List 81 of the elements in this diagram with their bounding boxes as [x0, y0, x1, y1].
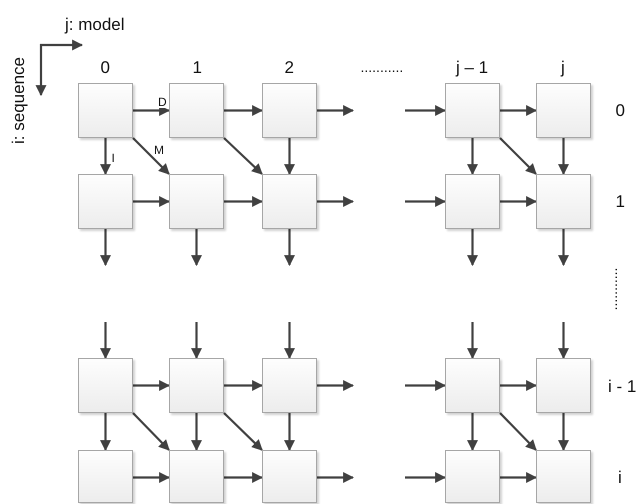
- arrow: [467, 138, 478, 176]
- arrow: [499, 137, 537, 175]
- arrow: [133, 472, 170, 483]
- arrow: [224, 105, 264, 116]
- arrow: [284, 229, 295, 266]
- cell-box: [536, 358, 591, 413]
- cell-box: [262, 358, 317, 413]
- arrow: [405, 472, 446, 483]
- arrow: [558, 322, 569, 360]
- arrow: [191, 413, 202, 452]
- arrow: [100, 138, 111, 176]
- arrow: [500, 380, 538, 391]
- arrow: [558, 229, 569, 266]
- arrow: [100, 229, 111, 266]
- axis-label: i: sequence: [9, 56, 26, 144]
- column-index: 1: [192, 58, 202, 76]
- cell-box: [78, 83, 133, 138]
- arrow: [100, 322, 111, 360]
- column-index: j: [561, 58, 565, 76]
- arrow: [132, 137, 170, 175]
- cell-box: [536, 83, 591, 138]
- arrow: [558, 138, 569, 176]
- cell-box: [445, 358, 500, 413]
- column-index: 0: [100, 58, 110, 76]
- cell-box: [262, 174, 317, 229]
- arrow: [132, 412, 170, 451]
- cell-box: [169, 450, 224, 503]
- cell-box: [169, 358, 224, 413]
- arrow: [223, 137, 263, 175]
- column-index: j – 1: [456, 58, 488, 76]
- arrow: [284, 322, 295, 360]
- arrow: [317, 380, 354, 391]
- arrow: [284, 413, 295, 452]
- arrow: [467, 229, 478, 266]
- arrow: [224, 472, 264, 483]
- axis-label: j: model: [65, 16, 125, 32]
- edge-label: D: [157, 96, 168, 108]
- row-index: i: [618, 468, 622, 486]
- column-index: 2: [284, 58, 294, 76]
- row-index: 0: [616, 102, 625, 118]
- arrow: [133, 196, 170, 207]
- cell-box: [169, 83, 224, 138]
- cell-box: [445, 174, 500, 229]
- arrow: [405, 380, 446, 391]
- row-index: 1: [616, 192, 625, 210]
- arrow: [191, 229, 202, 266]
- arrow: [317, 196, 354, 207]
- arrow: [558, 413, 569, 452]
- row-index: i - 1: [608, 378, 636, 394]
- arrow: [467, 322, 478, 360]
- arrow: [224, 196, 264, 207]
- arrow: [405, 196, 446, 207]
- arrow: [223, 412, 263, 451]
- ellipsis: ...........: [360, 60, 404, 74]
- cell-box: [78, 450, 133, 503]
- arrow: [499, 412, 537, 451]
- cell-box: [445, 83, 500, 138]
- cell-box: [169, 174, 224, 229]
- arrow: [100, 413, 111, 452]
- edge-label: M: [153, 144, 165, 156]
- arrow: [224, 380, 264, 391]
- arrow: [133, 105, 170, 116]
- cell-box: [536, 450, 591, 503]
- arrow: [191, 322, 202, 360]
- arrow: [284, 138, 295, 176]
- arrow: [500, 472, 538, 483]
- cell-box: [262, 83, 317, 138]
- cell-box: [445, 450, 500, 503]
- arrow: [133, 380, 170, 391]
- cell-box: [536, 174, 591, 229]
- arrow: [317, 472, 354, 483]
- arrow: [317, 105, 354, 116]
- edge-label: I: [110, 152, 116, 164]
- ellipsis: ...........: [612, 268, 627, 310]
- cell-box: [78, 358, 133, 413]
- arrow: [405, 105, 446, 116]
- cell-box: [262, 450, 317, 503]
- arrow: [500, 196, 538, 207]
- cell-box: [78, 174, 133, 229]
- arrow: [467, 413, 478, 452]
- arrow: [500, 105, 538, 116]
